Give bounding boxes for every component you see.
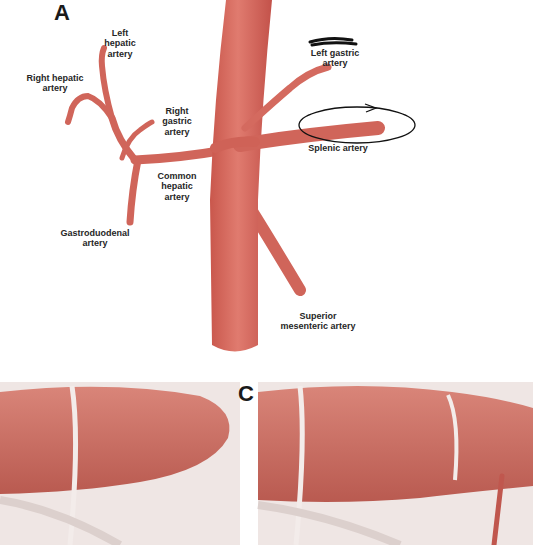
artery-label: Right gastric artery [155,106,199,137]
artery-label: Right hepatic artery [23,73,87,94]
artery-label: Common hepatic artery [152,171,202,202]
panel-letter: A [50,0,74,25]
artery-label: Superior mesenteric artery [276,311,361,332]
panel-letter: C [234,381,258,406]
artery-label: Left gastric artery [300,48,370,69]
artery-label: Splenic artery [298,143,378,153]
artery-label: Gastroduodenal artery [50,228,140,249]
artery-label: Left hepatic artery [98,28,142,59]
